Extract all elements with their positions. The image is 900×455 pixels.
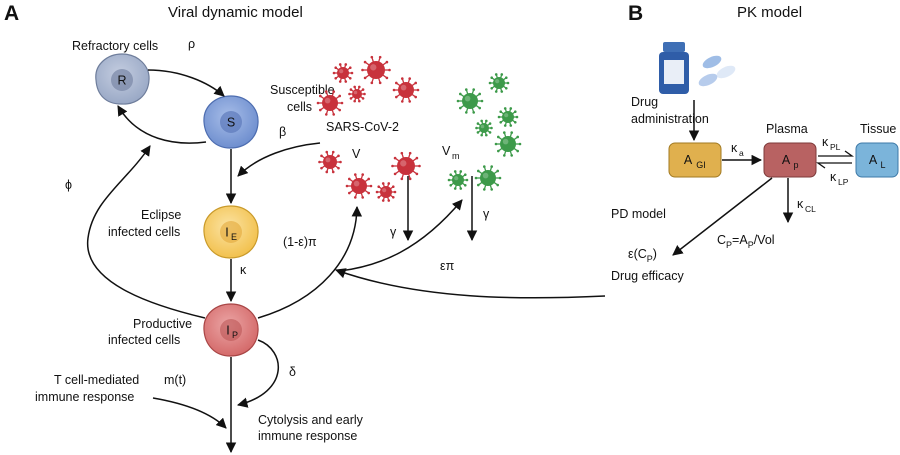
panel-a-title: Viral dynamic model	[168, 4, 303, 21]
cp-formula: CP=AP/Vol	[717, 233, 775, 250]
susceptible-label-2: cells	[287, 100, 312, 114]
noninfectious-production-label: επ	[440, 259, 455, 273]
virus-particle	[345, 173, 373, 199]
efficacy-arrow	[335, 268, 606, 299]
productive-label-1: Productive	[133, 317, 192, 331]
virus-particle	[318, 150, 342, 174]
virus-particle	[348, 85, 366, 103]
refractory-cell: R	[95, 53, 150, 105]
plasma-label: Plasma	[766, 122, 808, 136]
kcl-main: κ	[797, 197, 804, 211]
kpl-arrow	[818, 150, 855, 157]
agi-sub: GI	[696, 160, 706, 170]
virus-particle	[392, 77, 420, 103]
al-compartment: A L	[855, 142, 899, 178]
efficacy-symbol: ε(CP)	[628, 247, 657, 264]
infectious-production-label: (1-ε)π	[283, 235, 317, 249]
productive-label-2: infected cells	[108, 333, 180, 347]
virus-particle	[332, 63, 354, 83]
pd-model-label: PD model	[611, 207, 666, 221]
virus-particle	[474, 165, 502, 191]
klp-sub: LP	[838, 177, 849, 187]
virus-particle	[497, 107, 519, 127]
panel-b-letter: B	[628, 2, 643, 25]
beta-label: β	[279, 125, 286, 139]
return-arrow	[117, 105, 207, 144]
kpl-main: κ	[822, 135, 829, 149]
productive-sub: P	[232, 330, 238, 340]
ka-main: κ	[731, 141, 738, 155]
rho-label: ρ	[188, 37, 195, 51]
drug-admin-label-2: administration	[631, 112, 709, 126]
gamma-label: γ	[390, 225, 397, 239]
eclipse-symbol: I	[225, 226, 228, 240]
agi-main: A	[684, 153, 693, 167]
eclipse-label-1: Eclipse	[141, 208, 181, 222]
virus-particle	[447, 170, 469, 190]
susceptible-label-1: Susceptible	[270, 83, 335, 97]
susceptible-symbol: S	[227, 116, 235, 130]
cytolysis-label-1: Cytolysis and early	[258, 413, 364, 427]
eclipse-cell: I E	[203, 205, 259, 259]
refractory-symbol: R	[117, 74, 126, 88]
mt-arrow	[152, 397, 227, 429]
al-main: A	[869, 153, 878, 167]
vm-label: V	[442, 144, 451, 158]
refractory-label: Refractory cells	[72, 39, 158, 53]
klp-main: κ	[830, 170, 837, 184]
virus-particle	[316, 90, 344, 116]
cytolysis-label-2: immune response	[258, 429, 357, 443]
tissue-label: Tissue	[860, 122, 896, 136]
pill-bottle-icon	[659, 42, 736, 94]
drug-admin-label-1: Drug	[631, 95, 658, 109]
vm-sub: m	[452, 151, 460, 161]
noninfectious-arrow	[339, 199, 463, 272]
delta-arrow	[236, 339, 279, 408]
mt-label: m(t)	[164, 373, 186, 387]
virus-particle	[494, 131, 522, 157]
ap-compartment: A p	[763, 142, 817, 178]
phi-label: ϕ	[65, 178, 72, 192]
eclipse-sub: E	[231, 232, 237, 242]
virus-particle	[475, 119, 493, 137]
panel-b-title: PK model	[737, 4, 802, 21]
gamma-m-label: γ	[483, 207, 490, 221]
virus-particle	[488, 73, 510, 93]
ap-sub: p	[793, 160, 798, 170]
phi-arrow	[87, 145, 206, 319]
agi-compartment: A GI	[668, 142, 722, 178]
kcl-sub: CL	[805, 204, 816, 214]
virus-particle	[375, 182, 397, 202]
pd-arrow	[672, 177, 773, 256]
ap-main: A	[782, 153, 791, 167]
tcell-label-1: T cell-mediated	[54, 373, 139, 387]
al-sub: L	[880, 160, 885, 170]
productive-cell: I P	[203, 303, 259, 357]
virus-particle	[391, 151, 421, 181]
virus-particle	[361, 55, 391, 85]
kpl-sub: PL	[830, 142, 841, 152]
ka-sub: a	[739, 148, 744, 158]
v-label: V	[352, 147, 361, 161]
tcell-label-2: immune response	[35, 390, 134, 404]
production-arrow	[257, 205, 363, 319]
eclipse-label-2: infected cells	[108, 225, 180, 239]
productive-symbol: I	[226, 324, 229, 338]
virus-label: SARS-CoV-2	[326, 120, 399, 134]
kappa-label: κ	[240, 263, 247, 277]
delta-label: δ	[289, 365, 296, 379]
susceptible-cell: S	[203, 95, 259, 149]
virus-particles	[316, 55, 522, 202]
beta-arrow	[237, 142, 321, 177]
drug-efficacy-label: Drug efficacy	[611, 269, 684, 283]
panel-a-letter: A	[4, 2, 19, 25]
rho-arrow	[147, 69, 225, 97]
klp-arrow	[815, 162, 852, 169]
virus-particle	[456, 88, 484, 114]
